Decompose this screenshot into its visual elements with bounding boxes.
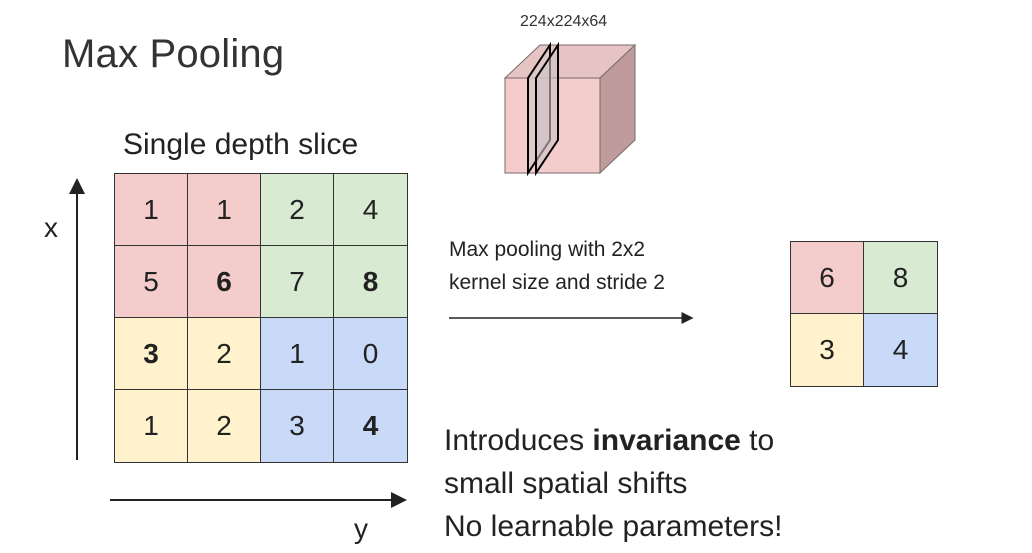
caption-line-1: Max pooling with 2x2	[449, 238, 646, 261]
input-cell-1-3: 8	[334, 246, 407, 318]
input-cell-2-2: 1	[261, 318, 334, 390]
feature-volume-cube	[503, 41, 637, 177]
note-line-3: No learnable parameters!	[444, 510, 783, 543]
pooling-caption: Max pooling with 2x2 kernel size and str…	[449, 233, 665, 299]
input-cell-0-3: 4	[334, 174, 407, 246]
output-cell-0-1: 8	[864, 242, 937, 314]
y-axis-label: y	[354, 513, 368, 544]
input-cell-3-3: 4	[334, 390, 407, 462]
x-axis-label: x	[44, 212, 58, 243]
invariance-note: Introduces invariance to small spatial s…	[444, 419, 783, 548]
input-cell-0-2: 2	[261, 174, 334, 246]
output-cell-1-1: 4	[864, 314, 937, 386]
output-cell-0-0: 6	[791, 242, 864, 314]
input-cell-2-1: 2	[188, 318, 261, 390]
note-bold-term: invariance	[592, 424, 741, 457]
input-cell-0-1: 1	[188, 174, 261, 246]
input-cell-0-0: 1	[115, 174, 188, 246]
note-pre: Introduces	[444, 424, 593, 457]
input-cell-1-2: 7	[261, 246, 334, 318]
cube-dimension-label: 224x224x64	[520, 13, 608, 30]
note-post: to	[740, 424, 775, 457]
input-cell-3-0: 1	[115, 390, 188, 462]
input-cell-3-1: 2	[188, 390, 261, 462]
input-cell-1-0: 5	[115, 246, 188, 318]
input-cell-2-0: 3	[115, 318, 188, 390]
output-cell-1-0: 3	[791, 314, 864, 386]
input-cell-3-2: 3	[261, 390, 334, 462]
note-line-1: Introduces invariance to	[444, 419, 783, 462]
note-line-2: small spatial shifts	[444, 467, 688, 500]
input-cell-2-3: 0	[334, 318, 407, 390]
input-cell-1-1: 6	[188, 246, 261, 318]
slice-title: Single depth slice	[123, 128, 359, 161]
caption-line-2: kernel size and stride 2	[449, 271, 665, 294]
slide-title: Max Pooling	[62, 32, 285, 76]
